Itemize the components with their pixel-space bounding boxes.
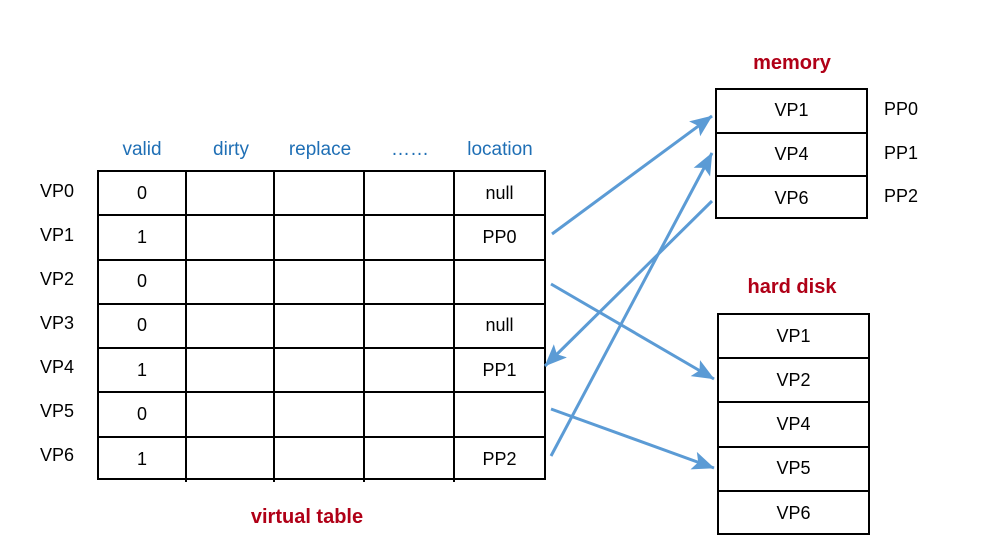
table-row: 1 PP2 — [99, 437, 544, 482]
cell-valid: 1 — [99, 216, 187, 259]
cell-location: null — [485, 315, 514, 336]
frame-label-pp0: PP0 — [884, 99, 919, 119]
cell-valid: 0 — [99, 172, 187, 215]
disk-page-row: VP5 — [719, 448, 868, 492]
cell-replace — [275, 349, 365, 392]
column-header-ellipsis: …… — [391, 139, 429, 160]
memory-block: VP1 VP4 VP6 — [715, 88, 868, 219]
column-header-dirty: dirty — [213, 139, 249, 160]
cell-valid: 1 — [99, 437, 187, 482]
cell-replace — [275, 172, 365, 215]
column-header-location: location — [467, 139, 533, 160]
cell-dirty — [187, 216, 275, 259]
cell-replace — [275, 304, 365, 348]
cell-dirty — [187, 393, 275, 436]
cell-replace — [275, 437, 365, 482]
cell-dots — [365, 216, 455, 259]
cell-valid: 0 — [99, 393, 187, 436]
row-label-vp5: VP5 — [40, 401, 75, 421]
disk-page-row: VP4 — [719, 403, 868, 448]
cell-replace — [275, 393, 365, 436]
cell-dots — [365, 437, 455, 482]
disk-page-row: VP2 — [719, 359, 868, 404]
memory-frame-row: VP1 — [717, 90, 866, 134]
arrow-vp6-to-memory-vp4 — [549, 152, 714, 457]
memory-title: memory — [753, 52, 831, 74]
cell-dirty — [187, 304, 275, 348]
cell-dirty — [187, 172, 275, 215]
column-header-replace: replace — [288, 139, 352, 160]
table-row: 0 null — [99, 172, 544, 217]
virtual-table-title: virtual table — [250, 506, 364, 528]
row-label-vp0: VP0 — [40, 181, 75, 201]
row-label-vp6: VP6 — [40, 445, 75, 465]
row-label-vp3: VP3 — [40, 313, 75, 333]
cell-valid: 0 — [99, 260, 187, 303]
cell-dirty — [187, 260, 275, 303]
table-row: 0 null — [99, 304, 544, 350]
arrow-vp5-to-disk-vp5 — [550, 407, 715, 470]
memory-frame-row: VP4 — [717, 134, 866, 177]
frame-label-pp1: PP1 — [884, 143, 919, 163]
cell-dots — [365, 393, 455, 436]
row-label-vp4: VP4 — [40, 357, 75, 377]
cell-dots — [365, 349, 455, 392]
hard-disk-block: VP1 VP2 VP4 VP5 VP6 — [717, 313, 870, 535]
column-header-valid: valid — [122, 139, 162, 160]
disk-page-row: VP1 — [719, 315, 868, 360]
cell-location: null — [485, 182, 514, 203]
table-row: 0 — [99, 393, 544, 438]
arrow-memory-vp6-to-vp4 — [543, 199, 714, 368]
cell-location: PP2 — [482, 449, 517, 470]
cell-replace — [275, 260, 365, 303]
cell-dots — [365, 260, 455, 303]
frame-label-pp2: PP2 — [884, 186, 919, 206]
cell-valid: 0 — [99, 304, 187, 348]
cell-location: PP1 — [482, 359, 517, 380]
table-row: 1 PP1 — [99, 349, 544, 394]
table-row: 0 — [99, 260, 544, 305]
arrow-vp2-to-disk-vp2 — [550, 282, 715, 381]
cell-location — [455, 393, 544, 435]
virtual-page-table: 0 null 1 PP0 0 0 null — [97, 170, 546, 482]
row-label-vp2: VP2 — [40, 269, 75, 289]
disk-page-row: VP6 — [776, 503, 811, 524]
cell-dirty — [187, 349, 275, 392]
hard-disk-title: hard disk — [747, 276, 837, 298]
cell-replace — [275, 216, 365, 259]
arrow-vp1-to-memory-vp1 — [551, 114, 713, 236]
table-row: 1 PP0 — [99, 216, 544, 261]
cell-dots — [365, 304, 455, 348]
cell-dots — [365, 172, 455, 215]
cell-location: PP0 — [482, 226, 517, 247]
cell-valid: 1 — [99, 349, 187, 392]
cell-dirty — [187, 437, 275, 482]
cell-location — [455, 261, 544, 303]
row-label-vp1: VP1 — [40, 225, 75, 245]
memory-frame-row: VP6 — [774, 188, 809, 209]
